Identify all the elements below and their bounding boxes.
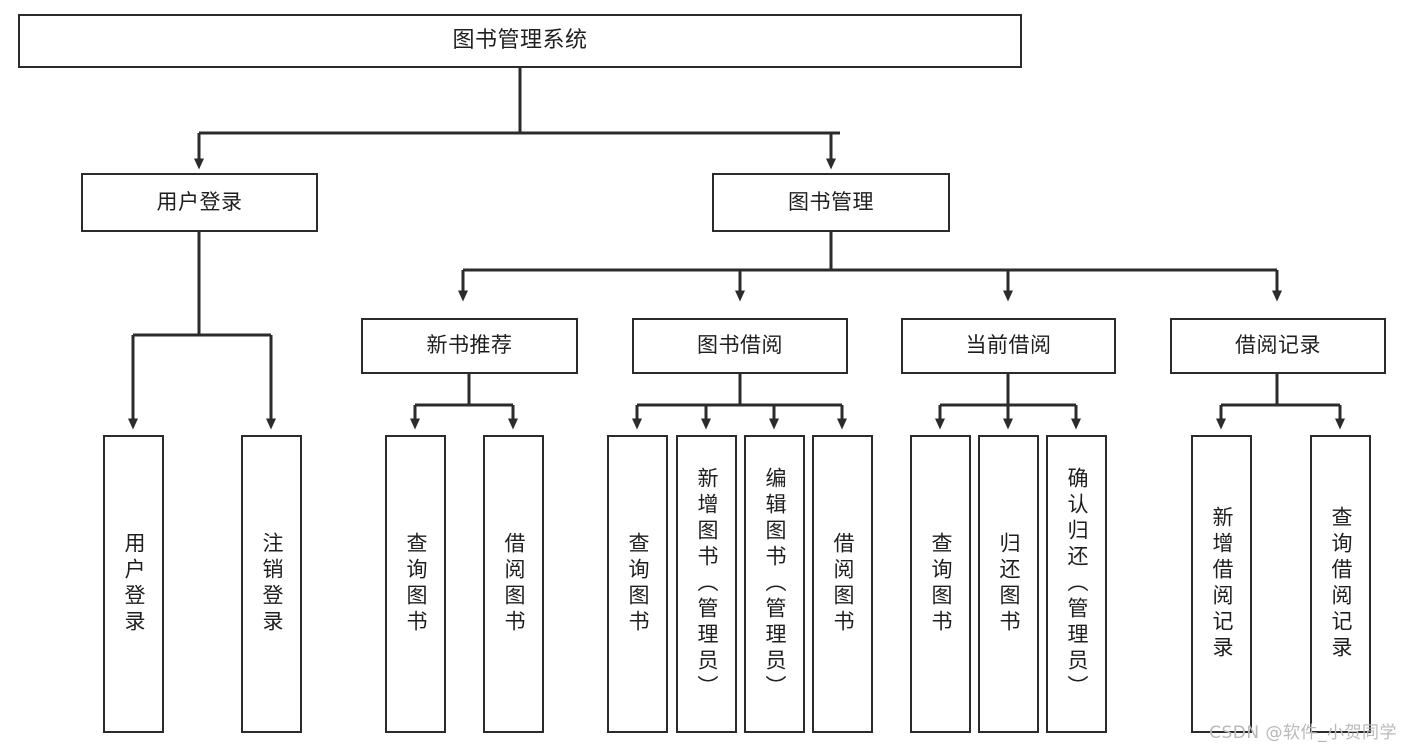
leaf-borrow-book-1[interactable]: 借阅图书: [483, 435, 544, 733]
node-new-book-recommend[interactable]: 新书推荐: [361, 318, 578, 374]
leaf-query-book-3[interactable]: 查询图书: [910, 435, 971, 733]
leaf-user-login[interactable]: 用户登录: [103, 435, 164, 733]
node-root-label: 图书管理系统: [452, 27, 588, 53]
leaf-borrow-book-1-label: 借阅图书: [502, 532, 526, 636]
node-borrow-record[interactable]: 借阅记录: [1170, 318, 1386, 374]
node-root[interactable]: 图书管理系统: [18, 14, 1022, 68]
leaf-add-book[interactable]: 新增图书（管理员）: [676, 435, 737, 733]
leaf-query-record[interactable]: 查询借阅记录: [1310, 435, 1371, 733]
leaf-query-book-3-label: 查询图书: [929, 532, 953, 636]
node-current-borrow-label: 当前借阅: [965, 333, 1052, 358]
leaf-edit-book[interactable]: 编辑图书（管理员）: [744, 435, 805, 733]
node-book-management[interactable]: 图书管理: [712, 173, 950, 232]
node-current-borrow[interactable]: 当前借阅: [901, 318, 1116, 374]
node-book-borrow[interactable]: 图书借阅: [632, 318, 848, 374]
leaf-return-book[interactable]: 归还图书: [978, 435, 1039, 733]
leaf-query-book-2[interactable]: 查询图书: [607, 435, 668, 733]
leaf-borrow-book-2[interactable]: 借阅图书: [812, 435, 873, 733]
leaf-logout-label: 注销登录: [260, 532, 284, 636]
leaf-query-book-1[interactable]: 查询图书: [385, 435, 446, 733]
node-user-login-label: 用户登录: [156, 189, 243, 214]
leaf-add-record-label: 新增借阅记录: [1210, 506, 1234, 662]
leaf-query-record-label: 查询借阅记录: [1329, 506, 1353, 662]
watermark: CSDN @软件_小贺同学: [1209, 723, 1397, 743]
leaf-return-book-label: 归还图书: [997, 532, 1021, 636]
leaf-confirm-return[interactable]: 确认归还（管理员）: [1046, 435, 1107, 733]
leaf-borrow-book-2-label: 借阅图书: [831, 532, 855, 636]
leaf-add-book-label: 新增图书（管理员）: [695, 467, 719, 701]
leaf-add-record[interactable]: 新增借阅记录: [1191, 435, 1252, 733]
leaf-query-book-2-label: 查询图书: [626, 532, 650, 636]
node-book-management-label: 图书管理: [788, 189, 874, 214]
leaf-confirm-return-label: 确认归还（管理员）: [1065, 467, 1089, 701]
node-borrow-record-label: 借阅记录: [1235, 333, 1321, 358]
leaf-query-book-1-label: 查询图书: [404, 532, 428, 636]
leaf-logout[interactable]: 注销登录: [241, 435, 302, 733]
leaf-edit-book-label: 编辑图书（管理员）: [763, 467, 787, 701]
node-new-book-recommend-label: 新书推荐: [426, 333, 513, 358]
node-user-login[interactable]: 用户登录: [81, 173, 318, 232]
node-book-borrow-label: 图书借阅: [697, 333, 783, 358]
leaf-user-login-label: 用户登录: [122, 532, 146, 636]
